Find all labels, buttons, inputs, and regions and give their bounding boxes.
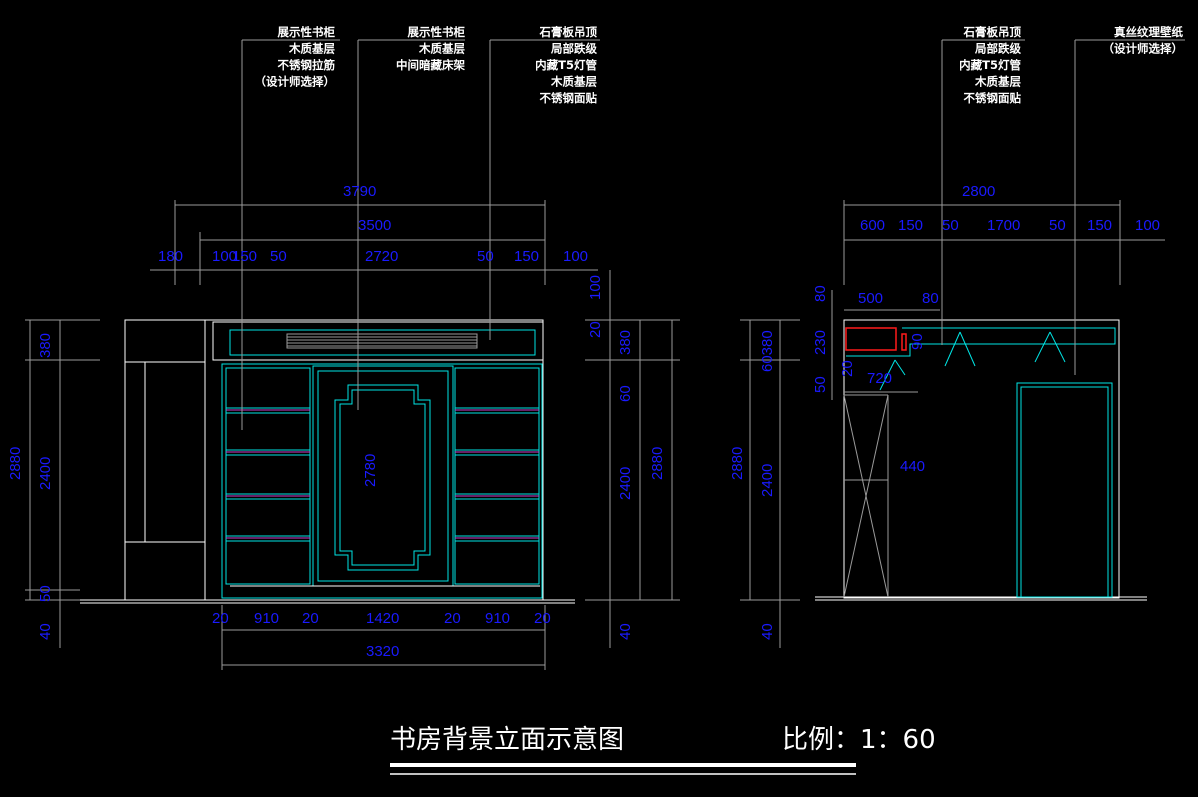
dimension-label: 50 xyxy=(812,376,829,393)
note-right-a: 石膏板吊顶 xyxy=(963,25,1022,39)
dimension-label: 1700 xyxy=(987,217,1020,234)
dimension-label: 100 xyxy=(212,248,237,265)
dimension-label: 90 xyxy=(909,333,926,350)
dimension-label: 100 xyxy=(587,275,604,300)
dimension-label: 720 xyxy=(867,370,892,387)
dimension-label: 150 xyxy=(1087,217,1112,234)
note-right-a: 不锈钢面贴 xyxy=(964,91,1022,105)
dimension-label: 500 xyxy=(858,290,883,307)
annotation-notes: 展示性书柜木质基层不锈钢拉筋（设计师选择）展示性书柜木质基层中间暗藏床架石膏板吊… xyxy=(255,25,1184,105)
dimension-label: 20 xyxy=(212,610,229,627)
dimension-label: 50 xyxy=(37,585,54,602)
dimension-label: 2400 xyxy=(37,457,54,490)
dimension-label: 50 xyxy=(1049,217,1066,234)
dimension-label: 380 xyxy=(617,330,634,355)
dimension-label: 20 xyxy=(587,321,604,338)
note-left-a: 木质基层 xyxy=(288,42,335,56)
dimension-label: 20 xyxy=(534,610,551,627)
note-left-c: 木质基层 xyxy=(550,75,597,89)
dimension-label: 2880 xyxy=(729,447,746,480)
note-right-a: 内藏T5灯管 xyxy=(959,58,1021,72)
dimension-label: 230 xyxy=(812,330,829,355)
dimension-label: 600 xyxy=(860,217,885,234)
dimension-label: 3790 xyxy=(343,183,376,200)
dimension-label: 3500 xyxy=(358,217,391,234)
note-right-a: 木质基层 xyxy=(974,75,1021,89)
note-right-b: 真丝纹理壁纸 xyxy=(1114,25,1183,39)
note-left-a: 不锈钢拉筋 xyxy=(278,58,336,72)
dimension-label: 20 xyxy=(444,610,461,627)
dimension-label: 40 xyxy=(37,623,54,640)
note-left-b: 展示性书柜 xyxy=(407,25,466,39)
dimension-label: 20 xyxy=(302,610,319,627)
note-left-a: （设计师选择） xyxy=(255,75,336,89)
note-left-c: 内藏T5灯管 xyxy=(535,58,597,72)
dimension-label: 100 xyxy=(1135,217,1160,234)
dimension-label: 2880 xyxy=(7,447,24,480)
note-left-c: 局部跌级 xyxy=(550,42,597,56)
drawing-title: 书房背景立面示意图 xyxy=(390,725,624,755)
dimension-label: 440 xyxy=(900,458,925,475)
dimension-label: 2800 xyxy=(962,183,995,200)
note-right-a: 局部跌级 xyxy=(974,42,1021,56)
dimension-label: 2780 xyxy=(362,454,379,487)
dimension-label: 180 xyxy=(158,248,183,265)
dimension-label: 60380 xyxy=(759,330,776,372)
dimension-label: 50 xyxy=(942,217,959,234)
note-left-c: 石膏板吊顶 xyxy=(539,25,598,39)
dimension-label: 60 xyxy=(617,385,634,402)
note-left-b: 木质基层 xyxy=(418,42,465,56)
note-right-b: （设计师选择） xyxy=(1103,42,1184,56)
scale-label: 比例：1：60 xyxy=(782,725,936,755)
dimension-label: 1420 xyxy=(366,610,399,627)
dimension-label: 40 xyxy=(759,623,776,640)
dimension-label: 50 xyxy=(477,248,494,265)
left-elevation xyxy=(25,39,680,670)
dimension-label: 80 xyxy=(922,290,939,307)
dimension-label: 910 xyxy=(254,610,279,627)
dimension-label: 40 xyxy=(617,623,634,640)
right-elevation xyxy=(740,39,1185,648)
note-left-b: 中间暗藏床架 xyxy=(396,58,465,72)
dimension-label: 2720 xyxy=(365,248,398,265)
dimension-label: 80 xyxy=(812,285,829,302)
dimension-label: 150 xyxy=(898,217,923,234)
dimension-label: 2400 xyxy=(759,464,776,497)
dimension-label: 150 xyxy=(232,248,257,265)
note-left-a: 展示性书柜 xyxy=(277,25,336,39)
dimension-label: 2880 xyxy=(649,447,666,480)
dimension-label: 150 xyxy=(514,248,539,265)
dimension-label: 100 xyxy=(563,248,588,265)
dimension-label: 910 xyxy=(485,610,510,627)
note-left-c: 不锈钢面贴 xyxy=(540,91,598,105)
dimension-label: 20 xyxy=(839,360,856,377)
dimension-label: 3320 xyxy=(366,643,399,660)
dimension-label: 380 xyxy=(37,333,54,358)
dimension-label: 2400 xyxy=(617,467,634,500)
dimension-label: 50 xyxy=(270,248,287,265)
